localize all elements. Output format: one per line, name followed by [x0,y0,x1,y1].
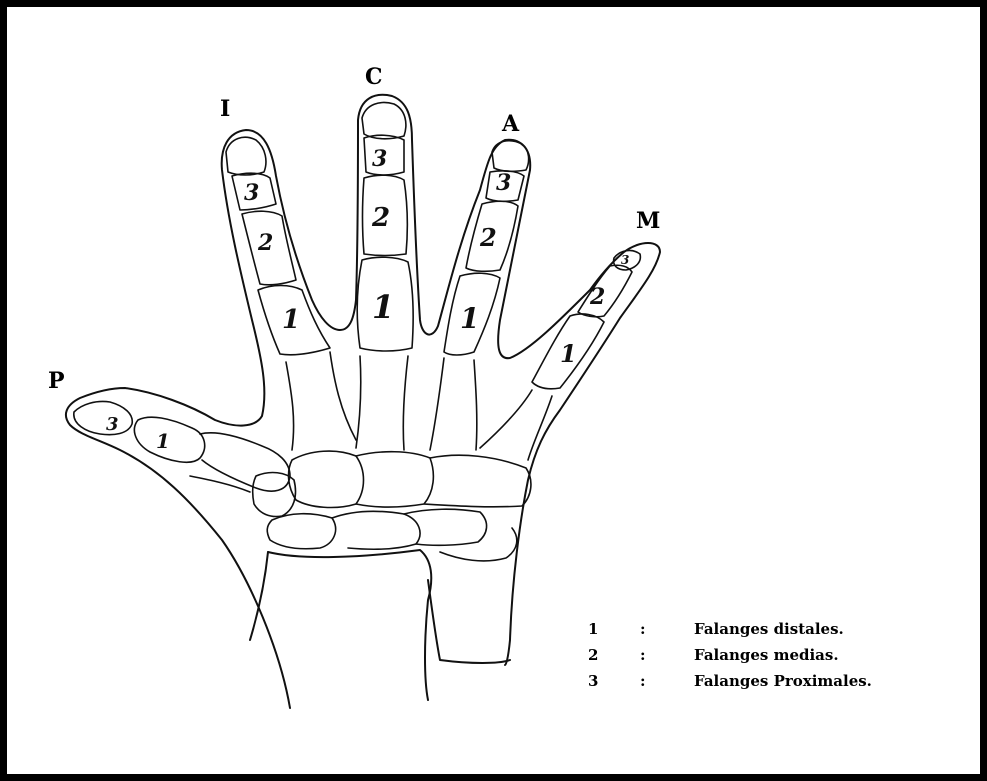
bone-number: 3 [106,414,119,435]
legend-text: Falanges Proximales. [694,672,872,690]
ring-finger-bones [430,141,529,450]
legend-text: Falanges medias. [694,646,839,664]
bone-number: 1 [156,429,170,453]
bone-number: 2 [589,284,605,310]
bone-number: 1 [282,305,300,335]
bone-number: 2 [257,230,273,256]
finger-label-middle: C [365,66,383,88]
legend-number: 1 [588,620,598,638]
bone-number: 3 [621,253,629,267]
legend-text: Falanges distales. [694,620,844,638]
legend-row: 3 : Falanges Proximales. [588,672,948,694]
legend-separator: : [640,620,646,638]
forearm-bones [250,550,510,700]
legend-row: 1 : Falanges distales. [588,620,948,642]
carpal-bones [253,451,531,561]
bone-number: 2 [371,203,390,233]
bone-number: 3 [496,170,511,196]
legend-separator: : [640,646,646,664]
legend-row: 2 : Falanges medias. [588,646,948,668]
bone-number: 1 [460,302,479,335]
legend-separator: : [640,672,646,690]
bone-number: 1 [372,288,394,326]
bone-number: 3 [372,146,387,172]
legend-number: 2 [588,646,598,664]
bone-number: 2 [479,223,497,252]
finger-label-little: M [636,210,660,232]
finger-label-index: I [220,98,230,120]
finger-label-ring: A [502,113,519,135]
finger-label-thumb: P [48,370,65,392]
legend-number: 3 [588,672,598,690]
bone-number: 3 [244,180,259,206]
bone-number: 1 [560,339,577,368]
